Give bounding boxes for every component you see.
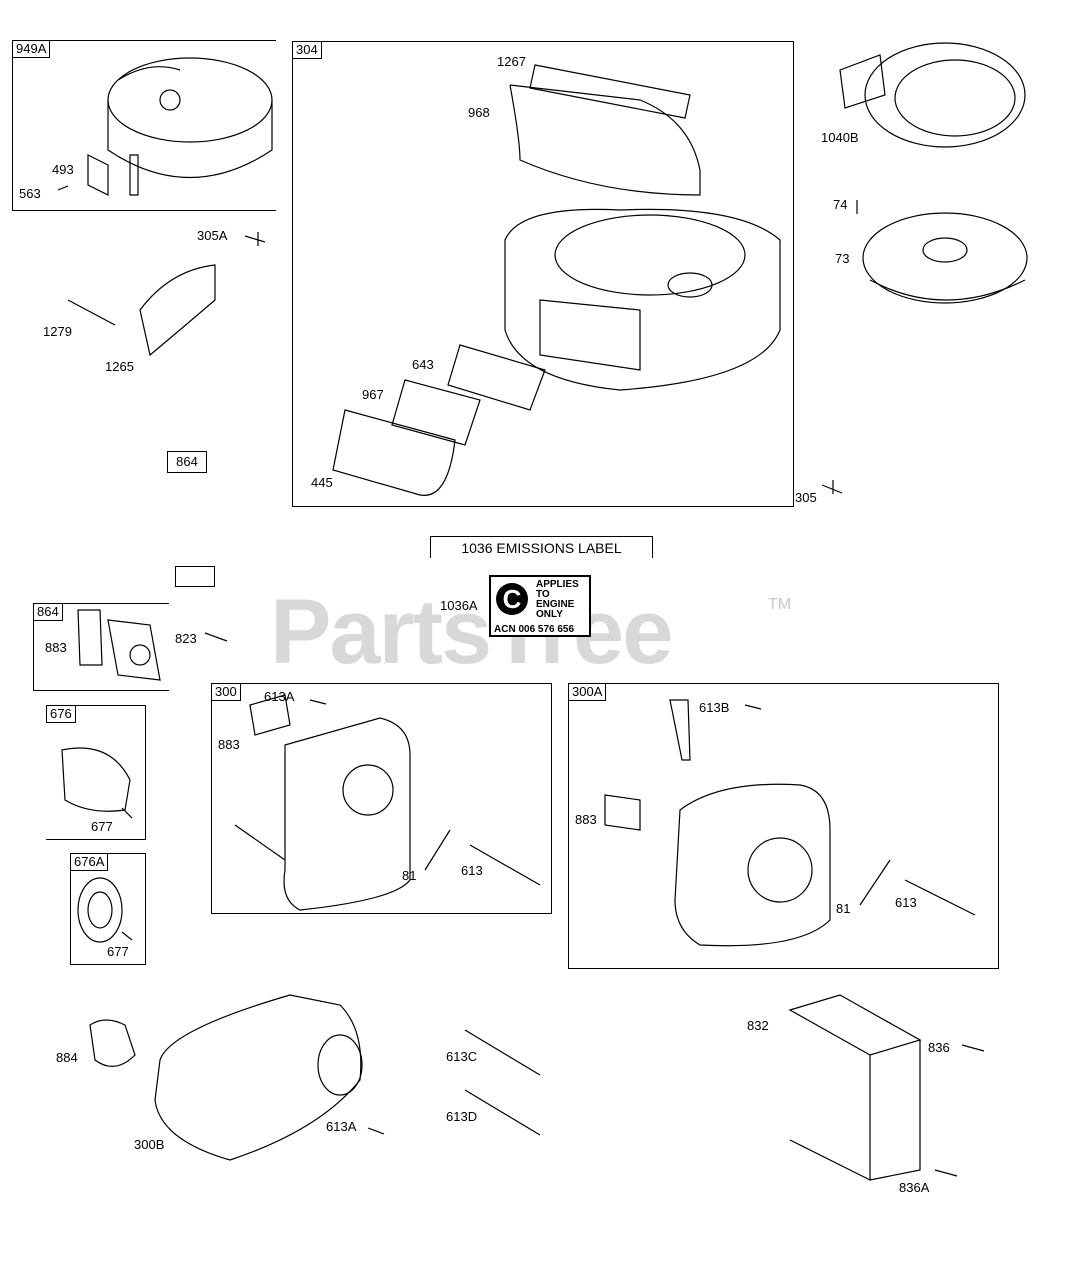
frame-864: 864 [33,603,169,691]
guard-1040B-drawing [839,42,1026,148]
frame-label-864: 864 [34,604,63,621]
callout-613B[interactable]: 613B [699,700,730,715]
frame-label-676A: 676A [71,854,109,871]
muffler-300-drawing [234,694,541,911]
frame-949A: 949A [12,40,276,211]
callout-493[interactable]: 493 [52,162,74,177]
callout-1279[interactable]: 1279 [43,324,72,339]
emissions-line-4: ONLY [536,609,563,620]
tag-blank [175,566,215,587]
callout-613-muffler-300[interactable]: 613 [461,863,483,878]
emissions-logo-icon: C [496,583,528,615]
frame-label-300: 300 [212,684,241,701]
emissions-line-2: TO [536,589,550,600]
callout-81-muffler-300A[interactable]: 81 [836,901,851,916]
emissions-line-1: APPLIES [536,579,579,590]
callout-613-muffler-300A[interactable]: 613 [895,895,917,910]
screen-73-drawing [856,200,1028,304]
frame-676: 676 [46,705,146,840]
muffler-300B-drawing [154,994,385,1161]
emissions-text: APPLIES TO ENGINE ONLY [536,580,579,620]
tag-864[interactable]: 864 [167,451,207,473]
callout-677-arrester[interactable]: 677 [107,944,129,959]
callout-832[interactable]: 832 [747,1018,769,1033]
screw-677-drawing [121,807,133,819]
deflector-676-drawing [61,747,131,812]
emissions-label: C APPLIES TO ENGINE ONLY ACN 006 576 656 [489,575,591,637]
callout-563[interactable]: 563 [19,186,41,201]
callout-300B[interactable]: 300B [134,1137,165,1152]
bolt-1279-drawing [67,299,116,326]
stud-613D-drawing [464,1089,541,1136]
air-cleaner-cover-drawing [57,57,273,196]
frame-label-949A: 949A [13,41,51,58]
callout-81-muffler-300[interactable]: 81 [402,868,417,883]
callout-643[interactable]: 643 [412,357,434,372]
callout-883-muffler-300A[interactable]: 883 [575,812,597,827]
muffler-300A-drawing [604,699,976,947]
emissions-acn: ACN 006 576 656 [494,624,575,635]
screw-305-drawing [821,480,843,494]
watermark-trademark: TM [768,596,792,613]
callout-445[interactable]: 445 [311,475,333,490]
callout-73[interactable]: 73 [835,251,850,266]
bracket-832-drawing [788,994,985,1181]
callout-613C[interactable]: 613C [446,1049,478,1064]
watermark: PartsTree [270,581,673,683]
callout-74[interactable]: 74 [833,197,848,212]
callout-883-muffler-300[interactable]: 883 [218,737,240,752]
frame-300A: 300A [568,683,999,969]
callout-1036A[interactable]: 1036A [440,598,478,613]
callout-677-deflector[interactable]: 677 [91,819,113,834]
frame-676A: 676A [70,853,146,965]
callout-613A-300B[interactable]: 613A [326,1119,357,1134]
callout-305A[interactable]: 305A [197,228,228,243]
callout-968[interactable]: 968 [468,105,490,120]
callout-836[interactable]: 836 [928,1040,950,1055]
clamp-884-drawing [89,1019,136,1067]
blower-housing-drawing [332,64,781,496]
frame-label-300A: 300A [569,684,607,701]
cover-1265-drawing [139,264,216,357]
emissions-line-3: ENGINE [536,599,575,610]
stud-613C-drawing [464,1029,541,1076]
callout-613D[interactable]: 613D [446,1109,478,1124]
callout-823[interactable]: 823 [175,631,197,646]
callout-613A[interactable]: 613A [264,689,295,704]
callout-305[interactable]: 305 [795,490,817,505]
screw-305A-drawing [244,232,266,246]
exhaust-flange-drawing [77,609,228,681]
callout-883-flange[interactable]: 883 [45,640,67,655]
spark-arrester-676A-drawing [77,877,133,943]
frame-300: 300 [211,683,552,914]
callout-1040B[interactable]: 1040B [821,130,859,145]
section-title-emissions: 1036 EMISSIONS LABEL [430,536,653,558]
callout-836A[interactable]: 836A [899,1180,930,1195]
callout-1265[interactable]: 1265 [105,359,134,374]
callout-884[interactable]: 884 [56,1050,78,1065]
frame-label-304: 304 [293,42,322,59]
callout-967[interactable]: 967 [362,387,384,402]
frame-304: 304 [292,41,794,507]
frame-label-676: 676 [46,706,76,723]
callout-1267[interactable]: 1267 [497,54,526,69]
